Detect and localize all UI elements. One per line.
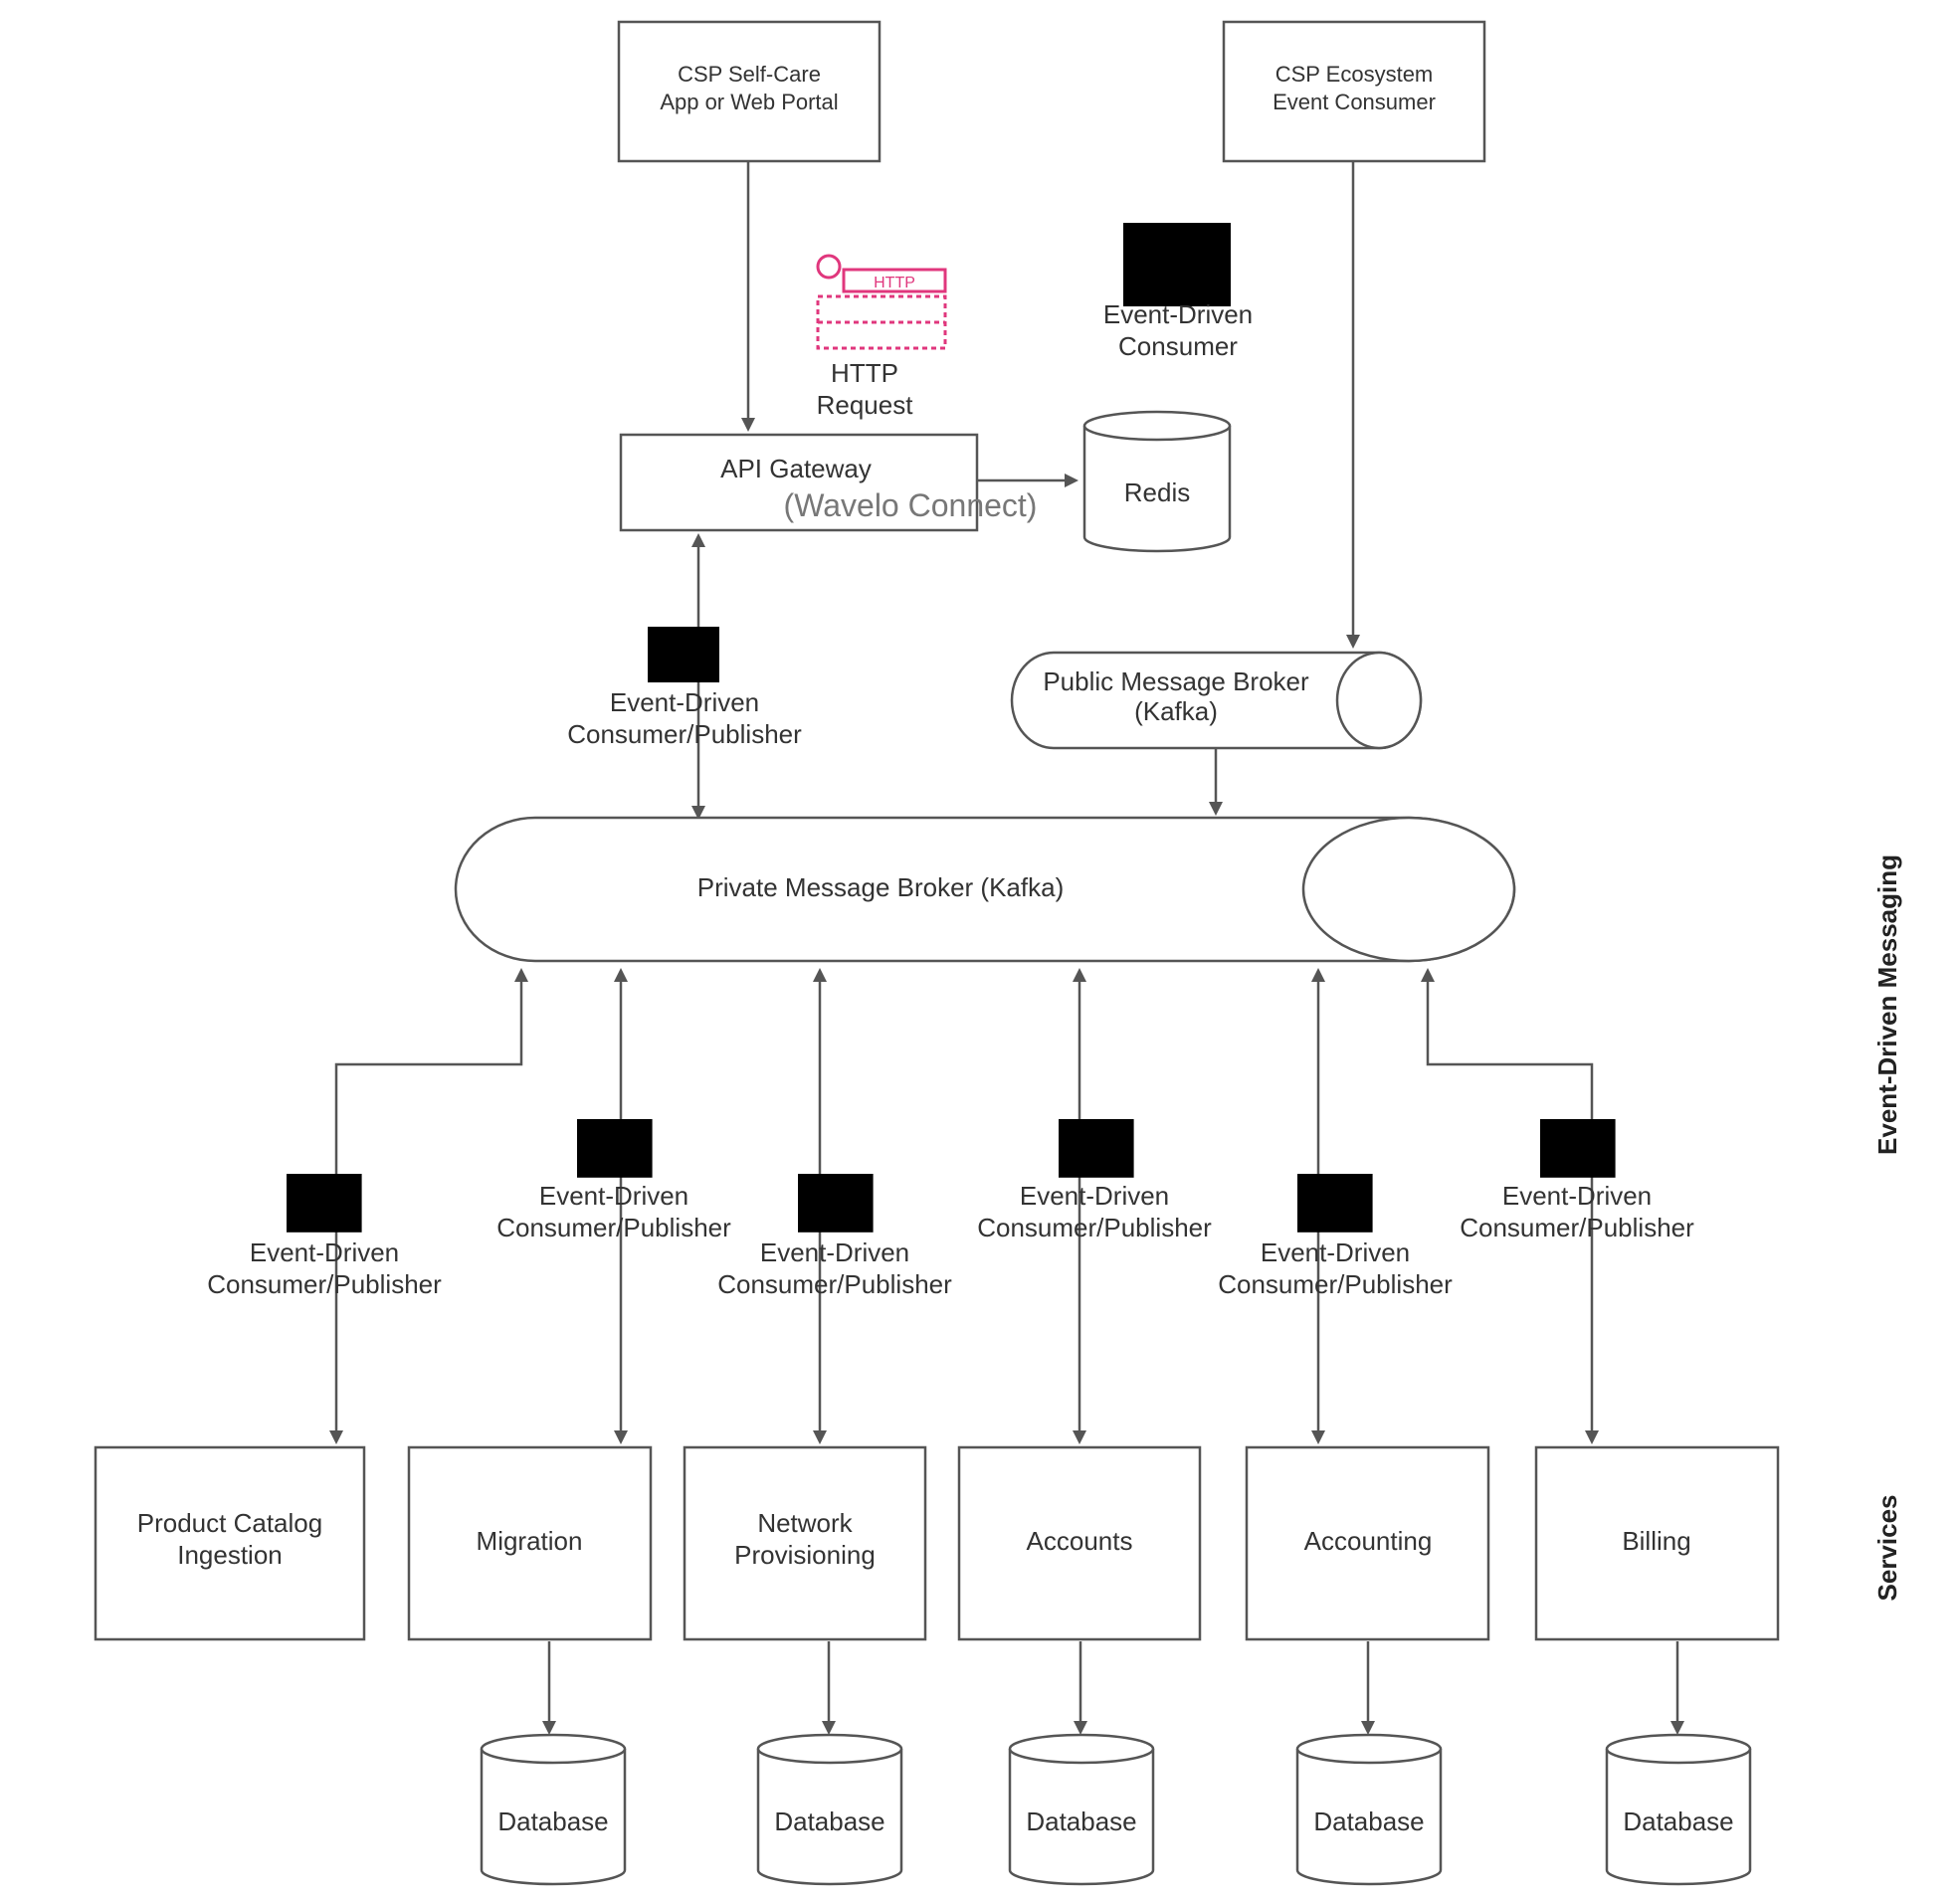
service-box-product-catalog-ingestion: Product Catalog Ingestion bbox=[94, 1445, 366, 1641]
database-cylinder: Database bbox=[480, 1733, 627, 1886]
database-cylinder: Database bbox=[1008, 1733, 1155, 1886]
self-care-line-2: App or Web Portal bbox=[660, 90, 838, 114]
public-message-broker: Public Message Broker (Kafka) bbox=[1010, 651, 1423, 750]
database-label: Database bbox=[1313, 1806, 1424, 1836]
private-broker-label: Private Message Broker (Kafka) bbox=[697, 872, 1064, 902]
database-label: Database bbox=[1623, 1806, 1733, 1836]
service-box-migration: Migration bbox=[407, 1445, 653, 1641]
cp-label-line-1: Event-Driven bbox=[610, 687, 759, 717]
cp-label-line-2: Consumer/Publisher bbox=[977, 1213, 1212, 1242]
event-driven-consumer-publisher-icon bbox=[577, 1119, 653, 1178]
http-request-icon: HTTP bbox=[816, 254, 947, 350]
cp-label-line-2: Consumer/Publisher bbox=[1218, 1269, 1453, 1299]
service-label: Accounting bbox=[1304, 1526, 1433, 1556]
public-broker-label-1: Public Message Broker bbox=[1043, 666, 1309, 696]
event-consumer-label-2: Consumer bbox=[1118, 331, 1238, 361]
service-label: Migration bbox=[477, 1526, 583, 1556]
event-driven-consumer-publisher-icon bbox=[648, 627, 719, 682]
event-driven-consumer-publisher-icon bbox=[1059, 1119, 1134, 1178]
eco-consumer-line-1: CSP Ecosystem bbox=[1275, 62, 1434, 87]
database-label: Database bbox=[774, 1806, 884, 1836]
private-message-broker: Private Message Broker (Kafka) bbox=[454, 816, 1516, 963]
database-cylinder: Database bbox=[1605, 1733, 1752, 1886]
service-label: Network bbox=[757, 1508, 853, 1538]
cp-label-line-2: Consumer/Publisher bbox=[1460, 1213, 1694, 1242]
service-label: Billing bbox=[1622, 1526, 1690, 1556]
api-gateway-box: API Gateway (Wavelo Connect) bbox=[619, 433, 1038, 532]
service-label: Ingestion bbox=[177, 1540, 283, 1570]
cp-label-line-1: Event-Driven bbox=[250, 1237, 399, 1267]
event-driven-consumer-publisher-icon bbox=[798, 1174, 874, 1233]
http-request-label-1: HTTP bbox=[831, 358, 898, 388]
cp-label-line-2: Consumer/Publisher bbox=[496, 1213, 731, 1242]
self-care-app-box: CSP Self-Care App or Web Portal bbox=[617, 20, 882, 163]
database-label: Database bbox=[497, 1806, 608, 1836]
api-gateway-title: API Gateway bbox=[720, 454, 872, 483]
event-driven-consumer-icon bbox=[1123, 223, 1231, 306]
service-box-billing: Billing bbox=[1534, 1445, 1780, 1641]
ecosystem-event-consumer-box: CSP Ecosystem Event Consumer bbox=[1222, 20, 1486, 163]
cp-label-line-1: Event-Driven bbox=[760, 1237, 909, 1267]
service-box-network-provisioning: Network Provisioning bbox=[683, 1445, 927, 1641]
cp-label-line-1: Event-Driven bbox=[1020, 1181, 1169, 1211]
event-driven-consumer-publisher-icon bbox=[1297, 1174, 1373, 1233]
redis-label: Redis bbox=[1124, 477, 1190, 507]
event-driven-consumer-publisher-icon bbox=[287, 1174, 362, 1233]
side-label-services: Services bbox=[1872, 1495, 1902, 1602]
side-label-event-driven-messaging: Event-Driven Messaging bbox=[1872, 855, 1902, 1155]
redis-cylinder: Redis bbox=[1082, 410, 1232, 553]
api-gateway-subtitle: (Wavelo Connect) bbox=[784, 487, 1038, 523]
public-broker-label-2: (Kafka) bbox=[1134, 696, 1218, 726]
service-label: Provisioning bbox=[734, 1540, 876, 1570]
http-icon-tag: HTTP bbox=[874, 275, 915, 291]
cp-label-line-1: Event-Driven bbox=[1261, 1237, 1410, 1267]
database-cylinder: Database bbox=[756, 1733, 903, 1886]
http-request-label-2: Request bbox=[817, 390, 914, 420]
database-cylinder: Database bbox=[1295, 1733, 1443, 1886]
event-driven-consumer-publisher-icon bbox=[1540, 1119, 1616, 1178]
eco-consumer-line-2: Event Consumer bbox=[1273, 90, 1436, 114]
cp-label-line-2: Consumer/Publisher bbox=[717, 1269, 952, 1299]
service-label: Accounts bbox=[1027, 1526, 1133, 1556]
self-care-line-1: CSP Self-Care bbox=[678, 62, 821, 87]
database-label: Database bbox=[1026, 1806, 1136, 1836]
service-box-accounts: Accounts bbox=[957, 1445, 1202, 1641]
service-label: Product Catalog bbox=[137, 1508, 322, 1538]
service-box-accounting: Accounting bbox=[1245, 1445, 1490, 1641]
cp-label-line-2: Consumer/Publisher bbox=[207, 1269, 442, 1299]
event-consumer-label-1: Event-Driven bbox=[1103, 299, 1253, 329]
cp-label-line-2: Consumer/Publisher bbox=[567, 719, 802, 749]
cp-label-line-1: Event-Driven bbox=[1502, 1181, 1652, 1211]
cp-label-line-1: Event-Driven bbox=[539, 1181, 688, 1211]
